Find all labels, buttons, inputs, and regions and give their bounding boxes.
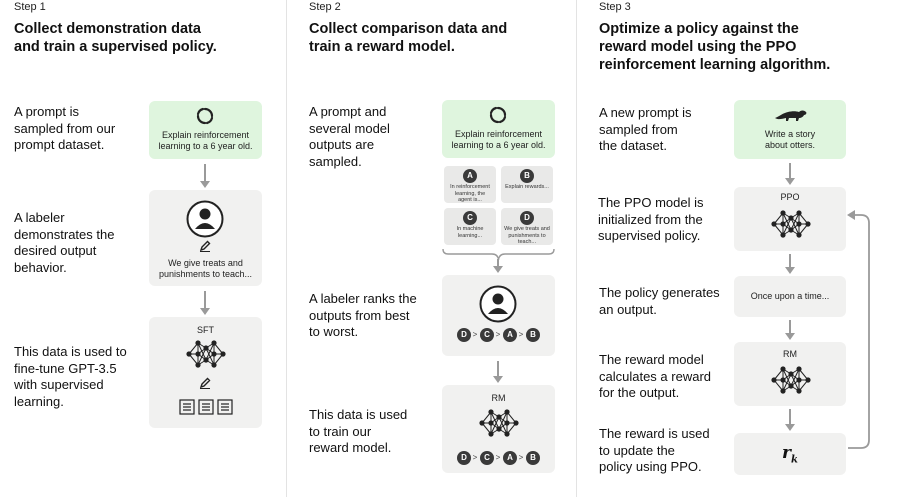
rank-separator: >: [495, 330, 501, 339]
step-3-column: Step 3 Optimize a policy against the rew…: [576, 0, 904, 497]
output-text: In machine learning...: [456, 226, 484, 239]
description-labeler-demonstrates: A labeler demonstrates the desired outpu…: [14, 210, 115, 275]
description-new-prompt: A new prompt is sampled from the dataset…: [599, 105, 692, 153]
step-label: Step 1: [14, 1, 46, 13]
neural-network-icon: [186, 340, 226, 368]
output-letter: A: [463, 169, 477, 183]
reward-symbol: r: [782, 443, 792, 463]
prompt-text: Write a story about otters.: [764, 129, 816, 150]
prompt-text: Explain reinforcement learning to a 6 ye…: [158, 130, 253, 151]
rank-separator: >: [472, 453, 478, 462]
description-reward-calculated: The reward model calculates a reward for…: [599, 352, 711, 400]
rank-letter: C: [480, 451, 494, 465]
step-label: Step 3: [599, 1, 631, 13]
rank-separator: >: [472, 330, 478, 339]
step-1-column: Step 1 Collect demonstration data and tr…: [0, 0, 286, 497]
output-text: We give treats and punishments to teach.…: [504, 226, 550, 245]
description-train-reward-model: This data is used to train our reward mo…: [309, 407, 408, 455]
flow-arrow: [199, 291, 211, 315]
output-letter: D: [520, 211, 534, 225]
rank-letter: B: [526, 328, 540, 342]
ppo-policy-box: PPO: [734, 187, 846, 251]
description-policy-generates: The policy generates an output.: [599, 285, 720, 317]
dataset-icon: [196, 107, 214, 125]
rank-separator: >: [495, 453, 501, 462]
flow-arrow: [492, 259, 504, 273]
model-label: RM: [491, 393, 506, 403]
flow-arrow: [492, 361, 504, 383]
step-heading: Collect demonstration data and train a s…: [14, 21, 217, 55]
description-labeler-ranks: A labeler ranks the outputs from best to…: [309, 291, 417, 339]
output-letter: C: [463, 211, 477, 225]
prompt-box: Write a story about otters.: [734, 100, 846, 159]
output-card-b: B Explain rewards...: [501, 166, 553, 203]
reward-subscript: k: [791, 454, 798, 466]
policy-label: PPO: [780, 192, 800, 202]
documents-icon: [179, 399, 233, 415]
reward-box: rk: [734, 433, 846, 475]
output-card-c: C In machine learning...: [444, 208, 496, 245]
flow-arrow: [784, 320, 796, 340]
prompt-box: Explain reinforcement learning to a 6 ye…: [149, 101, 262, 159]
otter-icon: [775, 110, 807, 121]
feedback-loop-arrow: [847, 210, 870, 449]
prompt-box: Explain reinforcement learning to a 6 ye…: [442, 100, 555, 158]
flow-arrow: [784, 409, 796, 431]
labeler-person-icon: [186, 200, 224, 238]
description-prompt-sampled: A prompt is sampled from our prompt data…: [14, 104, 116, 152]
rank-separator: >: [518, 453, 524, 462]
step-heading: Optimize a policy against the reward mod…: [599, 21, 831, 73]
output-letter: B: [520, 169, 534, 183]
neural-network-icon: [479, 409, 519, 437]
flow-arrow: [199, 164, 211, 188]
labeler-demo-box: We give treats and punishments to teach.…: [149, 190, 262, 286]
description-fine-tune: This data is used to fine-tune GPT-3.5 w…: [14, 344, 127, 409]
rank-letter: D: [457, 328, 471, 342]
output-text: Explain rewards...: [505, 184, 549, 190]
model-label: RM: [783, 349, 797, 359]
demo-text: We give treats and punishments to teach.…: [158, 258, 253, 279]
ranking-row: D > C > A > B: [457, 328, 541, 342]
flow-arrow: [784, 163, 796, 185]
flow-arrow: [784, 254, 796, 274]
step-2-column: Step 2 Collect comparison data and train…: [286, 0, 577, 497]
rank-letter: B: [526, 451, 540, 465]
rank-letter: D: [457, 451, 471, 465]
output-text: In reinforcement learning, the agent is.…: [450, 184, 490, 203]
dataset-icon: [489, 106, 507, 124]
rank-letter: A: [503, 328, 517, 342]
neural-network-icon: [771, 366, 811, 394]
output-box: Once upon a time...: [734, 276, 846, 317]
reward-model-box: RM: [734, 342, 846, 406]
output-card-a: A In reinforcement learning, the agent i…: [444, 166, 496, 203]
ranking-row: D > C > A > B: [457, 451, 541, 465]
sft-model-box: SFT: [149, 317, 262, 428]
description-outputs-sampled: A prompt and several model outputs are s…: [309, 104, 390, 169]
model-label: SFT: [197, 325, 214, 335]
rank-separator: >: [518, 330, 524, 339]
pencil-icon: [199, 377, 211, 389]
rank-letter: C: [480, 328, 494, 342]
reward-value: rk: [734, 443, 846, 465]
output-text: Once upon a time...: [750, 291, 830, 301]
description-ppo-initialized: The PPO model is initialized from the su…: [598, 195, 704, 243]
pencil-icon: [199, 240, 211, 252]
rank-letter: A: [503, 451, 517, 465]
labeler-person-icon: [479, 285, 517, 323]
step-label: Step 2: [309, 1, 341, 13]
neural-network-icon: [771, 210, 811, 238]
output-card-d: D We give treats and punishments to teac…: [501, 208, 553, 245]
labeler-rank-box: D > C > A > B: [442, 275, 555, 356]
reward-model-box: RM D > C > A > B: [442, 385, 555, 473]
step-heading: Collect comparison data and train a rewa…: [309, 21, 508, 55]
description-reward-update: The reward is used to update the policy …: [599, 426, 710, 474]
prompt-text: Explain reinforcement learning to a 6 ye…: [451, 129, 546, 150]
